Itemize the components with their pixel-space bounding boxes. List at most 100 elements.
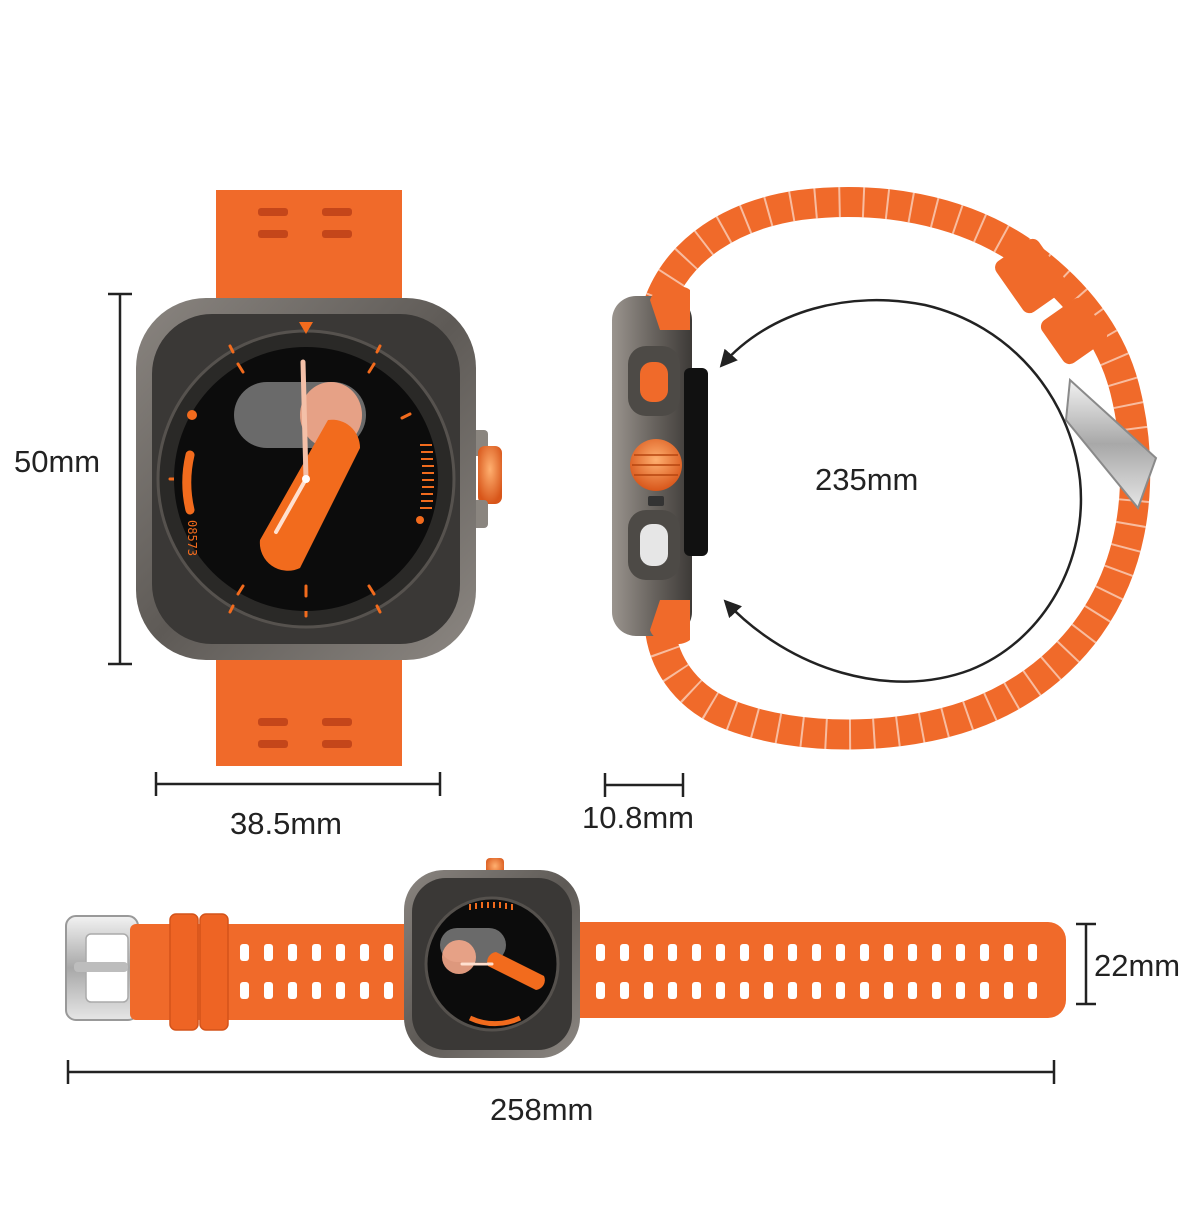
strap-hole <box>1028 982 1037 999</box>
left-strap-holes <box>240 944 393 999</box>
width-dimension-line <box>154 772 442 796</box>
strap-hole <box>716 944 725 961</box>
strap-hole <box>884 944 893 961</box>
step-count: 08573 <box>185 520 199 556</box>
side-upper-button <box>640 362 668 402</box>
strap-hole <box>836 944 845 961</box>
strap-hole <box>812 982 821 999</box>
total-length-label: 258mm <box>490 1092 594 1127</box>
strap-hole <box>312 944 321 961</box>
full-strap-view <box>65 858 1066 1058</box>
hands-pivot <box>302 475 310 483</box>
minute-hand <box>300 359 309 482</box>
strap-hole <box>716 982 725 999</box>
strap-hole <box>980 982 989 999</box>
band-width-label: 22mm <box>1094 948 1181 983</box>
strap-hole <box>956 944 965 961</box>
height-label: 50mm <box>14 444 101 479</box>
strap-hole <box>932 944 941 961</box>
length-dimension-line <box>66 1060 1056 1084</box>
side-crown-ridges <box>632 454 680 476</box>
front-bottom-strap <box>216 640 402 766</box>
thickness-label: 10.8mm <box>582 800 694 835</box>
thickness-dimension-line <box>603 773 685 797</box>
strap-hole <box>740 944 749 961</box>
strap-hole <box>764 944 773 961</box>
strap-hole <box>980 944 989 961</box>
strap-hole <box>620 944 629 961</box>
right-gauge-ticks <box>420 444 434 509</box>
step-progress-arc <box>182 450 195 515</box>
strap-hole <box>288 944 297 961</box>
left-strap-keeper-2 <box>199 913 229 1031</box>
side-case-back <box>684 368 708 556</box>
right-gauge-dot <box>416 516 424 524</box>
strap-hole <box>288 982 297 999</box>
strap-hole <box>240 944 249 961</box>
strap-hole <box>360 944 369 961</box>
strap-hole <box>884 982 893 999</box>
strap-view-step-arc <box>468 1015 522 1027</box>
front-bottom-strap-slots <box>258 718 352 748</box>
strap-hole <box>788 982 797 999</box>
strap-hole <box>264 982 273 999</box>
left-strap-keeper-1 <box>169 913 199 1031</box>
side-bottom-lug <box>650 600 690 645</box>
strap-hole <box>932 982 941 999</box>
strap-hole <box>812 944 821 961</box>
strap-hole <box>956 982 965 999</box>
strap-hole <box>596 944 605 961</box>
strap-hole <box>336 944 345 961</box>
strap-hole <box>360 982 369 999</box>
strap-hole <box>908 944 917 961</box>
width-label: 38.5mm <box>230 806 342 841</box>
strap-view-pink-panel <box>442 940 476 974</box>
strap-hole <box>1004 944 1013 961</box>
right-strap <box>560 922 1066 1018</box>
strap-hole <box>908 982 917 999</box>
band-width-dimension-line <box>1076 922 1096 1006</box>
screen-hour-markers <box>236 362 412 598</box>
strap-hole <box>620 982 629 999</box>
strap-hole <box>1004 982 1013 999</box>
bezel-marker-triangle <box>299 322 313 334</box>
strap-hole <box>764 982 773 999</box>
strap-hole <box>336 982 345 999</box>
side-view-watch <box>612 187 1158 750</box>
strap-buckle-prong <box>74 962 128 972</box>
side-top-lug <box>650 285 690 330</box>
strap-view-top-gauge <box>469 902 513 910</box>
strap-hole <box>860 982 869 999</box>
front-crown <box>478 446 502 504</box>
front-top-strap <box>216 190 402 322</box>
strap-hole <box>1028 944 1037 961</box>
strap-hole <box>860 944 869 961</box>
strap-hole <box>596 982 605 999</box>
strap-hole <box>836 982 845 999</box>
side-mic-hole <box>648 496 664 506</box>
side-buckle <box>1064 377 1158 510</box>
circumference-label: 235mm <box>815 462 919 497</box>
strap-view-orange-pill <box>487 952 545 990</box>
strap-hole <box>240 982 249 999</box>
strap-hole <box>668 982 677 999</box>
strap-hole <box>384 944 393 961</box>
strap-hole <box>692 944 701 961</box>
strap-hole <box>692 982 701 999</box>
height-dimension-line <box>108 292 132 666</box>
strap-hole <box>384 982 393 999</box>
face-orange-pill <box>259 419 361 571</box>
strap-hole <box>264 944 273 961</box>
side-lower-button <box>640 524 668 566</box>
circumference-arc <box>719 299 1083 683</box>
strap-hole <box>644 944 653 961</box>
strap-hole <box>740 982 749 999</box>
strap-hole <box>788 944 797 961</box>
strap-hole <box>668 944 677 961</box>
strap-hole <box>312 982 321 999</box>
strap-hole <box>644 982 653 999</box>
screen-top-dot <box>187 410 197 420</box>
strap-keepers <box>995 238 1108 365</box>
